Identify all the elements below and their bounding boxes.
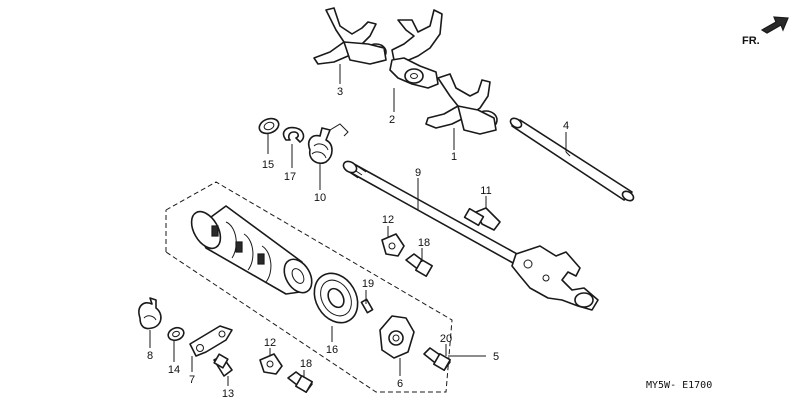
callout-11: 11 (480, 185, 491, 197)
stopper-bolt-11 (463, 207, 501, 231)
callout-4: 4 (563, 120, 569, 132)
bolt-18-lower (287, 371, 313, 393)
callout-13: 13 (222, 388, 234, 400)
callout-labels: 3 2 1 4 15 17 10 9 11 12 18 19 16 20 5 6… (147, 86, 569, 400)
shift-drum (190, 205, 313, 295)
gearshift-spindle-9 (342, 160, 599, 311)
bolt-18-upper (405, 253, 433, 277)
stopper-plate-12-upper (381, 233, 405, 257)
callout-1: 1 (451, 151, 457, 163)
callout-19: 19 (362, 278, 374, 290)
callout-18-lower: 18 (300, 358, 312, 370)
spring-8 (138, 297, 162, 330)
callout-10: 10 (314, 192, 326, 204)
washer-15 (258, 117, 280, 135)
front-label: FR. (742, 35, 760, 47)
bolt-13 (213, 353, 233, 377)
callout-17: 17 (284, 171, 296, 183)
drum-center-6 (379, 315, 415, 359)
shift-fork-3 (313, 7, 387, 65)
bolt-20 (423, 347, 451, 371)
callout-12-upper: 12 (382, 214, 394, 226)
leader-lines (149, 64, 571, 386)
callout-7: 7 (189, 374, 195, 386)
callout-15: 15 (262, 159, 274, 171)
front-arrow-icon (760, 16, 789, 34)
callout-20: 20 (440, 333, 452, 345)
diagram-code: MY5W- E1700 (646, 380, 712, 391)
bearing-16 (313, 272, 359, 324)
front-direction-indicator: FR. (742, 16, 789, 47)
stopper-plate-12-lower (259, 353, 283, 375)
circlip-17 (282, 126, 305, 143)
shift-fork-1 (425, 73, 498, 135)
return-spring-10 (307, 123, 349, 165)
drum-assembly-outline (165, 181, 453, 393)
callout-2: 2 (389, 114, 395, 126)
callout-6: 6 (397, 378, 403, 390)
callout-3: 3 (337, 86, 343, 98)
stopper-arm-7 (189, 325, 233, 357)
callout-16: 16 (326, 344, 338, 356)
callout-9: 9 (415, 167, 421, 179)
callout-5: 5 (493, 351, 499, 363)
callout-14: 14 (168, 364, 180, 376)
callout-12-lower: 12 (264, 337, 276, 349)
shift-fork-2 (389, 9, 443, 89)
shift-fork-shaft-4 (509, 117, 635, 202)
dowel-pin-19 (360, 298, 374, 314)
callout-18-upper: 18 (418, 237, 430, 249)
callout-8: 8 (147, 350, 153, 362)
washer-14 (167, 326, 185, 342)
